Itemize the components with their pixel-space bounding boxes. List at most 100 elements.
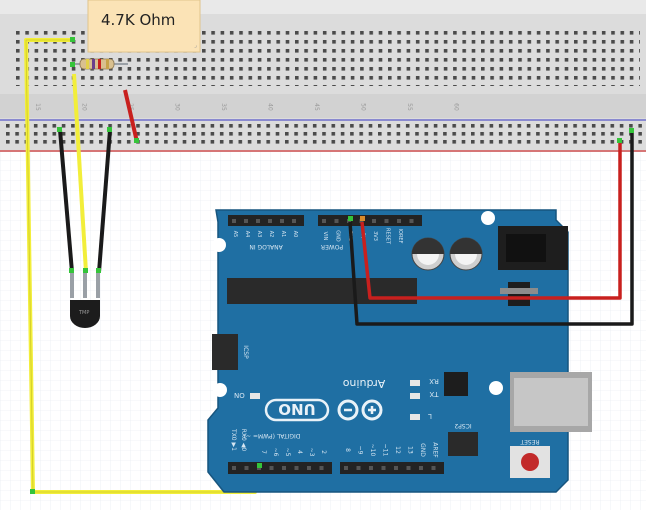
header-pin[interactable] <box>294 466 299 470</box>
column-number: 15 <box>34 103 41 111</box>
wire-endpoints <box>30 37 634 494</box>
header-pin[interactable] <box>419 466 423 470</box>
header-pin[interactable] <box>292 219 296 223</box>
resistor-value-label: 4.7K Ohm <box>101 11 175 29</box>
header-pin[interactable] <box>372 219 376 223</box>
l-label: L <box>428 412 432 420</box>
header-pin[interactable] <box>244 466 249 470</box>
digital-label: DIGITAL (PWM= ~) <box>244 432 301 439</box>
capacitors <box>411 237 483 271</box>
wire-black-sensor-right[interactable] <box>97 129 112 273</box>
digital-pin-labels-right: 8 ~9 ~10 ~11 12 13 GND AREF <box>344 442 439 458</box>
header-pin[interactable] <box>344 466 348 470</box>
digital-pin-label: ~10 <box>369 444 376 457</box>
header-pin[interactable] <box>384 219 389 223</box>
analog-header <box>228 215 304 226</box>
wire-red-breadboard[interactable] <box>123 89 139 143</box>
on-led-label: ON <box>234 391 245 399</box>
column-number: 45 <box>313 103 320 111</box>
arduino-logo-text: Arduino <box>342 377 385 390</box>
column-number: 35 <box>220 103 227 111</box>
column-number: 55 <box>406 103 413 111</box>
header-pin[interactable] <box>431 466 436 470</box>
usb-chip <box>444 372 468 396</box>
digital-pin-label: ~5 <box>284 448 291 457</box>
on-led <box>250 393 260 399</box>
tx-label: TX <box>429 390 439 398</box>
wire-yellow-sensor[interactable] <box>72 73 88 273</box>
icsp2-label: ICSP2 <box>454 422 471 429</box>
power-pin-label: 3V3 <box>372 231 378 241</box>
power-header <box>318 215 422 226</box>
header-pin[interactable] <box>256 219 260 223</box>
digital-pin-label: 13 <box>407 446 414 454</box>
column-number: 50 <box>360 103 367 111</box>
mount-hole-right <box>489 381 503 395</box>
mount-hole-top-left <box>212 238 226 252</box>
mount-hole-top-right <box>481 211 495 225</box>
l-led <box>410 414 420 420</box>
analog-pin-label: A0 <box>292 231 298 238</box>
header-pin[interactable] <box>282 466 286 470</box>
analog-in-label: ANALOG IN <box>249 243 282 250</box>
column-number: 20 <box>81 103 88 111</box>
digital-pin-label: GND <box>419 443 426 457</box>
header-pin[interactable] <box>319 466 324 470</box>
header-pin[interactable] <box>280 219 284 223</box>
header-pin[interactable] <box>232 466 236 470</box>
analog-pin-label: A5 <box>232 231 238 238</box>
header-pin[interactable] <box>232 219 236 223</box>
header-pin[interactable] <box>244 219 248 223</box>
column-number: 30 <box>174 103 181 111</box>
svg-text:⌟: ⌟ <box>194 42 197 49</box>
digital-pin-label: 7 <box>260 450 267 454</box>
wire-black-sensor-left[interactable] <box>58 129 74 273</box>
header-pin[interactable] <box>406 466 411 470</box>
header-pin[interactable] <box>397 219 401 223</box>
wire-black-gnd[interactable] <box>348 132 634 326</box>
power-rail-holes <box>4 124 642 146</box>
power-pin-label: VIN <box>322 232 328 241</box>
resistor-note: 4.7K Ohm ⌟ <box>87 0 201 53</box>
header-pin[interactable] <box>381 466 386 470</box>
header-pin[interactable] <box>394 466 398 470</box>
resistor[interactable] <box>72 58 128 70</box>
icsp-header <box>212 334 238 370</box>
analog-pin-label: A1 <box>280 231 286 238</box>
icsp2-header <box>448 432 478 456</box>
digital-pin-label: 12 <box>394 446 401 454</box>
tx0-label: TX0 ▶1 <box>230 428 237 451</box>
digital-header-right <box>340 462 444 474</box>
header-pin[interactable] <box>269 466 274 470</box>
digital-pin-label: 4 <box>296 450 303 454</box>
icsp-label: ICSP <box>242 345 249 359</box>
header-pin[interactable] <box>307 466 311 470</box>
rx0-label: RX0 ◀0 <box>240 429 247 452</box>
header-pin[interactable] <box>334 219 339 223</box>
column-number: 40 <box>267 103 274 111</box>
uno-label: UNO <box>278 400 316 418</box>
reset-label: RESET <box>520 438 540 445</box>
wire-red-5v[interactable] <box>360 140 622 300</box>
header-pin[interactable] <box>356 466 361 470</box>
digital-pin-label: 2 <box>320 450 327 454</box>
header-pin[interactable] <box>268 219 272 223</box>
arduino-logo: Arduino UNO <box>264 377 385 422</box>
svg-text:TMP: TMP <box>78 310 89 316</box>
digital-pin-label: ~11 <box>382 444 389 457</box>
header-pin[interactable] <box>409 219 414 223</box>
atmega-chip <box>227 278 417 304</box>
digital-pin-label: ~9 <box>357 446 364 455</box>
rx-led <box>410 380 420 386</box>
digital-header-left <box>228 462 332 474</box>
header-pin[interactable] <box>369 466 373 470</box>
header-pin[interactable] <box>322 219 326 223</box>
digital-pin-label: AREF <box>432 442 439 458</box>
mount-hole-bottom-left <box>213 383 227 397</box>
column-number: 60 <box>453 103 460 111</box>
digital-pin-label: 8 <box>344 448 351 452</box>
temperature-sensor[interactable]: TMP <box>70 272 100 328</box>
